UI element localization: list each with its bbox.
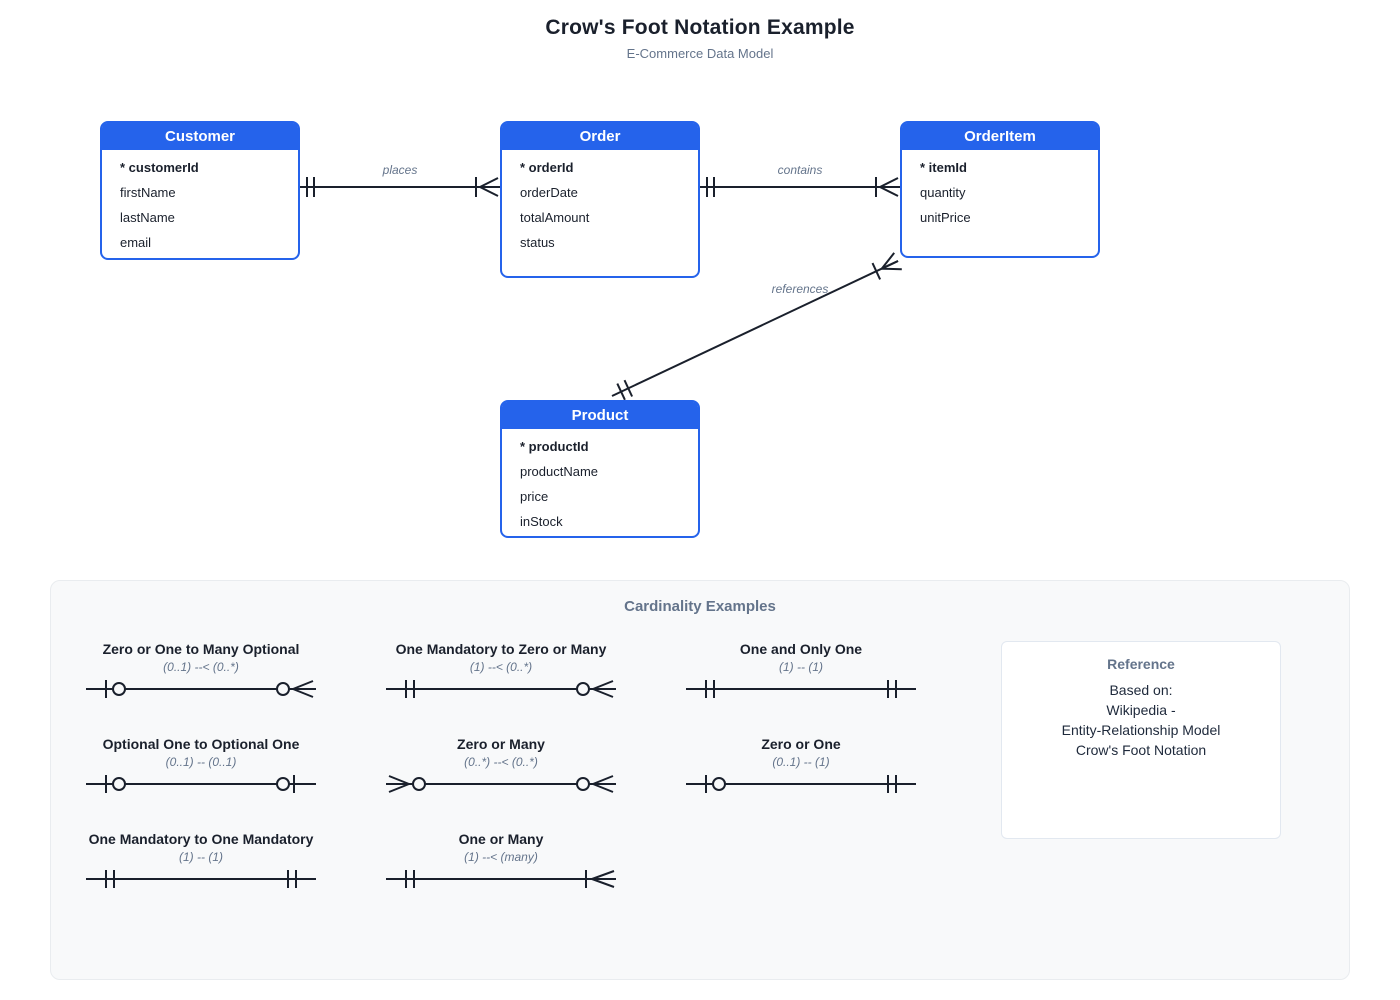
connector-references [611, 252, 902, 401]
page-title: Crow's Foot Notation Example [545, 16, 855, 39]
legend-item-title: One or Many [458, 831, 544, 847]
legend-item-formula: (1) --< (many) [464, 850, 538, 864]
legend-item-one-mandatory-to-one-mandatory: One Mandatory to One Mandatory (1) -- (1… [86, 831, 316, 892]
legend-item-optional-one-to-optional-one: Optional One to Optional One (0..1) -- (… [86, 736, 316, 797]
entity-product: Product * productId productName price in… [500, 400, 700, 538]
legend-item-zero-or-many: Zero or Many (0..*) --< (0..*) [386, 736, 616, 797]
reference-card: Reference Based on: Wikipedia - Entity-R… [1001, 641, 1281, 839]
legend-item-zero-or-one: Zero or One (0..1) -- (1) [686, 736, 916, 797]
attribute-totalamount: totalAmount [520, 210, 590, 225]
legend-item-one-and-only-one: One and Only One (1) -- (1) [686, 641, 916, 702]
cardinality-line-icon [86, 775, 316, 793]
legend-item-title: Zero or One [761, 736, 841, 752]
relationship-label-references: references [771, 282, 829, 296]
entity-product-title: Product [502, 402, 698, 429]
attribute-orderdate: orderDate [520, 185, 578, 200]
cardinality-line-icon [86, 680, 316, 698]
page-subtitle: E-Commerce Data Model [626, 46, 774, 61]
cardinality-line-icon [386, 775, 616, 793]
attribute-customerid: * customerId [120, 160, 199, 175]
attribute-status: status [520, 235, 555, 250]
attribute-productname: productName [520, 464, 599, 479]
entity-orderitem: OrderItem * itemId quantity unitPrice [900, 121, 1100, 258]
legend-item-formula: (0..*) --< (0..*) [464, 755, 538, 769]
attribute-email: email [120, 235, 152, 250]
cardinality-line-icon [686, 680, 916, 698]
attribute-quantity: quantity [920, 185, 966, 200]
attribute-orderid: * orderId [520, 160, 574, 175]
relationship-label-contains: contains [777, 163, 823, 177]
legend-item-formula: (0..1) -- (1) [772, 755, 830, 769]
legend-item-formula: (1) -- (1) [779, 660, 823, 674]
legend-item-zero-or-one-to-many-optional: Zero or One to Many Optional (0..1) --< … [86, 641, 316, 702]
reference-body: Based on: Wikipedia - Entity-Relationshi… [1002, 680, 1280, 760]
relationship-label-places: places [382, 163, 418, 177]
attribute-price: price [520, 489, 549, 504]
attribute-lastname: lastName [120, 210, 175, 225]
legend-item-title: One Mandatory to Zero or Many [395, 641, 607, 657]
legend-item-one-or-many: One or Many (1) --< (many) [386, 831, 616, 892]
entity-order-title: Order [502, 123, 698, 150]
connector-places [300, 177, 500, 197]
reference-line: Based on: [1109, 682, 1173, 698]
reference-title: Reference [1107, 656, 1175, 672]
entity-orderitem-attributes: * itemId quantity unitPrice [902, 150, 1098, 230]
entity-customer: Customer * customerId firstName lastName… [100, 121, 300, 260]
connector-contains [700, 177, 900, 197]
entity-product-attributes: * productId productName price inStock [502, 429, 698, 534]
legend-item-formula: (1) -- (1) [179, 850, 223, 864]
cardinality-line-icon [386, 680, 616, 698]
attribute-itemid: * itemId [920, 160, 967, 175]
relationship-lines [300, 177, 902, 401]
legend-item-formula: (0..1) -- (0..1) [165, 755, 237, 769]
cardinality-line-icon [86, 870, 316, 888]
entity-orderitem-title: OrderItem [902, 123, 1098, 150]
legend-item-title: One Mandatory to One Mandatory [88, 831, 314, 847]
entity-order-attributes: * orderId orderDate totalAmount status [502, 150, 698, 255]
reference-line: Wikipedia - [1106, 702, 1176, 718]
cardinality-line-icon [686, 775, 916, 793]
entity-order: Order * orderId orderDate totalAmount st… [500, 121, 700, 278]
cardinality-line-icon [386, 870, 616, 888]
cardinality-legend-panel: Cardinality Examples Zero or One to Many… [50, 580, 1350, 980]
legend-item-formula: (1) --< (0..*) [469, 660, 533, 674]
attribute-unitprice: unitPrice [920, 210, 971, 225]
entity-customer-title: Customer [102, 123, 298, 150]
reference-line: Entity-Relationship Model [1061, 722, 1221, 738]
legend-title: Cardinality Examples [624, 598, 776, 615]
attribute-productid: * productId [520, 439, 589, 454]
attribute-instock: inStock [520, 514, 563, 529]
legend-item-title: One and Only One [739, 641, 863, 657]
legend-item-title: Zero or One to Many Optional [102, 641, 300, 657]
legend-item-one-mandatory-to-zero-or-many: One Mandatory to Zero or Many (1) --< (0… [386, 641, 616, 702]
legend-item-title: Zero or Many [457, 736, 545, 752]
legend-item-formula: (0..1) --< (0..*) [163, 660, 239, 674]
attribute-firstname: firstName [120, 185, 176, 200]
legend-item-title: Optional One to Optional One [102, 736, 300, 752]
header: Crow's Foot Notation Example E-Commerce … [0, 16, 1400, 61]
reference-line: Crow's Foot Notation [1075, 742, 1207, 758]
entity-customer-attributes: * customerId firstName lastName email [102, 150, 298, 255]
